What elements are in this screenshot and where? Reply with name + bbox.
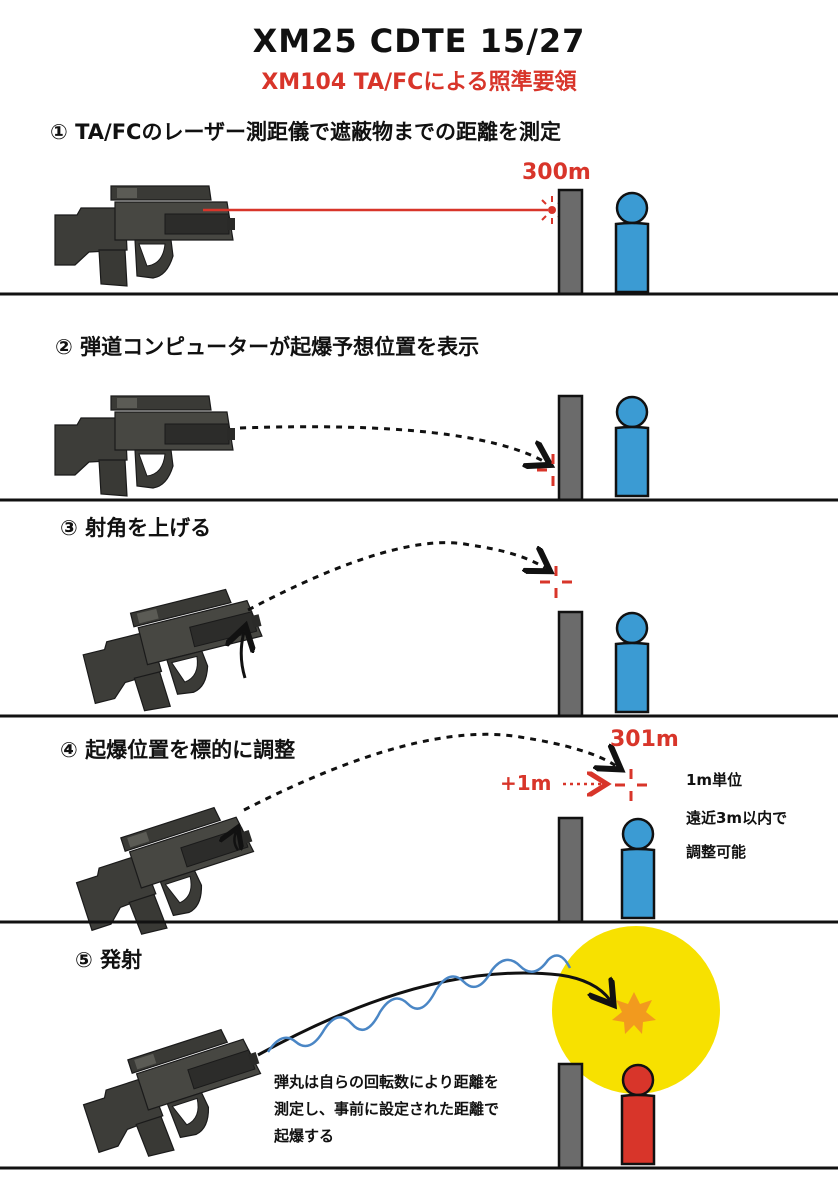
fire-note-1: 弾丸は自らの回転数により距離を	[274, 1073, 499, 1091]
elevation-arrow-icon	[241, 632, 245, 679]
predicted-burst-crosshair-icon	[538, 564, 574, 600]
page-title: XM25 CDTE 15/27	[252, 22, 586, 60]
panel-3	[0, 541, 838, 725]
target-person-icon	[620, 1063, 656, 1166]
target-person-icon	[614, 611, 650, 714]
step-5-label: ⑤ 発射	[75, 948, 143, 972]
panel-2	[0, 394, 838, 502]
predicted-trajectory	[239, 425, 545, 462]
cover-wall	[557, 188, 584, 296]
rifle-icon	[66, 798, 271, 951]
adjust-note-1: 1m単位	[686, 771, 743, 789]
adjusted-trajectory	[247, 541, 545, 612]
rifle-icon	[75, 582, 276, 725]
adjusted-burst-crosshair-icon	[613, 767, 649, 803]
burst-icon	[612, 992, 656, 1034]
target-person-icon	[614, 395, 650, 498]
adjust-note-2: 遠近3m以内で	[686, 809, 788, 827]
projectile-trajectory	[257, 971, 610, 1057]
offset-label: +1m	[500, 771, 552, 795]
step-3-label: ③ 射角を上げる	[60, 516, 212, 540]
step-4-label: ④ 起爆位置を標的に調整	[60, 738, 296, 762]
target-person-icon	[614, 191, 650, 294]
cover-wall	[557, 816, 584, 924]
range-label-300m: 300m	[522, 160, 591, 185]
step-1-label: ① TA/FCのレーザー測距儀で遮蔽物までの距離を測定	[50, 120, 562, 144]
target-person-icon	[620, 817, 656, 920]
spin-path	[266, 954, 572, 1053]
rifle-icon	[54, 185, 236, 287]
cover-wall	[557, 610, 584, 718]
cover-wall	[557, 394, 584, 502]
panel-1	[0, 185, 838, 296]
page-subtitle: XM104 TA/FCによる照準要領	[261, 70, 577, 95]
elevation-arrow-icon	[234, 832, 238, 851]
adjust-note-3: 調整可能	[686, 843, 747, 861]
step-2-label: ② 弾道コンピューターが起爆予想位置を表示	[55, 335, 480, 359]
adjusted-trajectory	[243, 732, 616, 812]
fire-note-3: 起爆する	[274, 1127, 335, 1145]
cover-wall	[557, 1062, 584, 1170]
panel-5	[0, 926, 838, 1173]
rifle-icon	[54, 395, 236, 497]
fire-note-2: 測定し、事前に設定された距離で	[274, 1100, 500, 1118]
panel-4	[0, 732, 838, 951]
rifle-icon	[73, 1020, 278, 1173]
